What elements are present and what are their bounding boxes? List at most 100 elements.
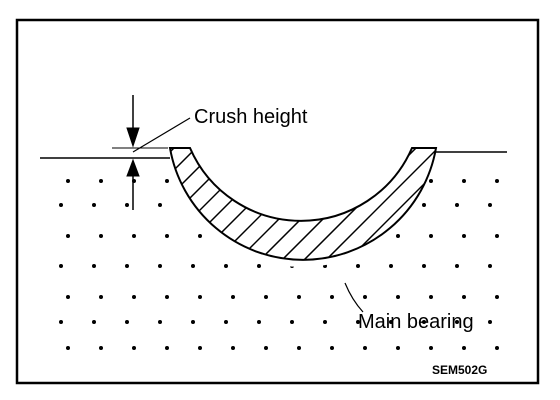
housing-dot [257,203,261,207]
hatch-line [170,148,281,260]
housing-dot [462,234,466,238]
housing-dot [330,179,334,183]
housing-dot [297,346,301,350]
housing-dot [66,234,70,238]
housing-dot [26,264,30,268]
housing-dot [33,179,37,183]
housing-dot [389,320,393,324]
housing-dot [356,264,360,268]
housing-dot [422,264,426,268]
housing-dot [198,346,202,350]
housing-dot [290,203,294,207]
crush-height-label: Crush height [194,106,308,128]
housing-dot [92,203,96,207]
housing-dot [462,179,466,183]
housing-dot [158,203,162,207]
bearing-shell-hatch [170,148,436,260]
housing-dot [158,264,162,268]
housing-dot [330,234,334,238]
housing-dot [99,346,103,350]
housing-dot [99,179,103,183]
housing-dot [363,179,367,183]
housing-dot [198,179,202,183]
housing-dot [224,320,228,324]
bearing-shell [168,147,438,261]
hatch-line [170,148,237,260]
housing-dot [356,320,360,324]
housing-dot [422,320,426,324]
housing-dot [495,179,499,183]
housing-dot [33,295,37,299]
hatch-line [170,148,303,260]
housing-dot [191,264,195,268]
main-bearing-label: Main bearing [358,311,474,333]
crush-height-dimension [112,95,191,210]
housing-dot [99,234,103,238]
housing-dot [125,264,129,268]
hatch-line [387,148,436,260]
housing-dot [99,295,103,299]
hatch-line [299,148,436,260]
housing-dot [363,234,367,238]
crush-height-leader [132,117,191,153]
housing-dot [455,203,459,207]
housing-dot [488,264,492,268]
housing-dot [297,234,301,238]
housing-dot [66,179,70,183]
housing-dot [231,346,235,350]
housing-dot [264,295,268,299]
housing-dot [92,320,96,324]
housing-dot [488,320,492,324]
hatch-line [170,148,325,260]
housing-dot [165,295,169,299]
housing-dot [363,295,367,299]
housing-dot [264,346,268,350]
housing-dot [132,346,136,350]
hatch-line [321,148,436,260]
housing-dot [297,295,301,299]
housing-dot [495,234,499,238]
hatch-line [170,148,347,260]
hatch-line [170,148,171,260]
housing-dot [33,346,37,350]
housing-dot [396,179,400,183]
hatch-line [255,148,436,260]
housing-dot [33,234,37,238]
housing-dot [66,295,70,299]
housing-dot [231,295,235,299]
housing-dot [396,346,400,350]
housing-dot [290,320,294,324]
hatch-line [343,148,436,260]
housing-dot [66,346,70,350]
housing-dot [191,320,195,324]
housing-dot [429,234,433,238]
housing-dot [165,179,169,183]
arrow-down-icon [126,127,140,148]
housing-dot [455,264,459,268]
housing-dot [59,320,63,324]
housing-dot [495,295,499,299]
housing-dot [231,234,235,238]
housing-dot [323,203,327,207]
housing-dot [257,264,261,268]
housing-dot [323,320,327,324]
housing-dot [125,203,129,207]
housing-dot [389,264,393,268]
main-bearing-leader [344,282,364,313]
hatch-line [170,148,193,260]
housing-dot [429,179,433,183]
housing-dot [92,264,96,268]
housing-dot [495,346,499,350]
housing-dot [290,264,294,268]
hatch-line [189,148,391,260]
housing-dot [455,320,459,324]
hatch-line [233,148,435,260]
housing-dot [330,295,334,299]
housing-dot [264,234,268,238]
frame-border [15,18,540,385]
figure-code-label: SEM502G [432,363,487,377]
housing-dot [488,203,492,207]
housing-dot [158,320,162,324]
housing-dot [264,179,268,183]
